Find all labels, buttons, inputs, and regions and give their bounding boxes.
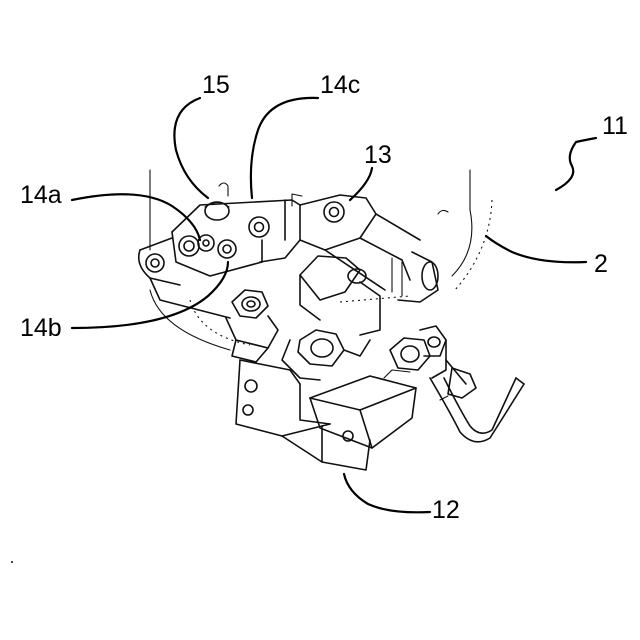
valve-arm-13	[300, 195, 438, 302]
leader-13	[350, 168, 372, 200]
union-nut-center	[282, 330, 370, 380]
label-11: 11	[602, 112, 628, 140]
leader-14b	[72, 262, 228, 328]
label-13: 13	[364, 141, 392, 169]
label-15: 15	[202, 71, 230, 99]
port-14a-ring	[179, 236, 199, 256]
label-2: 2	[594, 250, 608, 278]
leader-15	[174, 98, 208, 198]
leader-11	[556, 138, 596, 190]
label-14c: 14c	[320, 71, 360, 99]
label-14a: 14a	[20, 181, 62, 209]
solenoid-box	[310, 370, 416, 448]
port-14b-ring	[218, 240, 236, 258]
cross-pipe	[300, 256, 410, 335]
base-block-12	[236, 360, 370, 470]
speck-mark	[11, 561, 13, 563]
return-tube	[430, 360, 524, 442]
hex-bolt-left	[226, 290, 278, 362]
leader-14a	[72, 194, 200, 240]
small-bolt-top	[219, 183, 228, 196]
cylinder-body-2	[150, 170, 492, 350]
leader-12	[344, 474, 430, 512]
port-14c-ring	[249, 217, 269, 237]
port-14a-second	[146, 254, 164, 272]
label-12: 12	[432, 496, 460, 524]
small-mark	[438, 210, 448, 214]
leader-14c	[251, 98, 318, 198]
label-14b: 14b	[20, 314, 62, 342]
leader-2	[486, 236, 586, 262]
